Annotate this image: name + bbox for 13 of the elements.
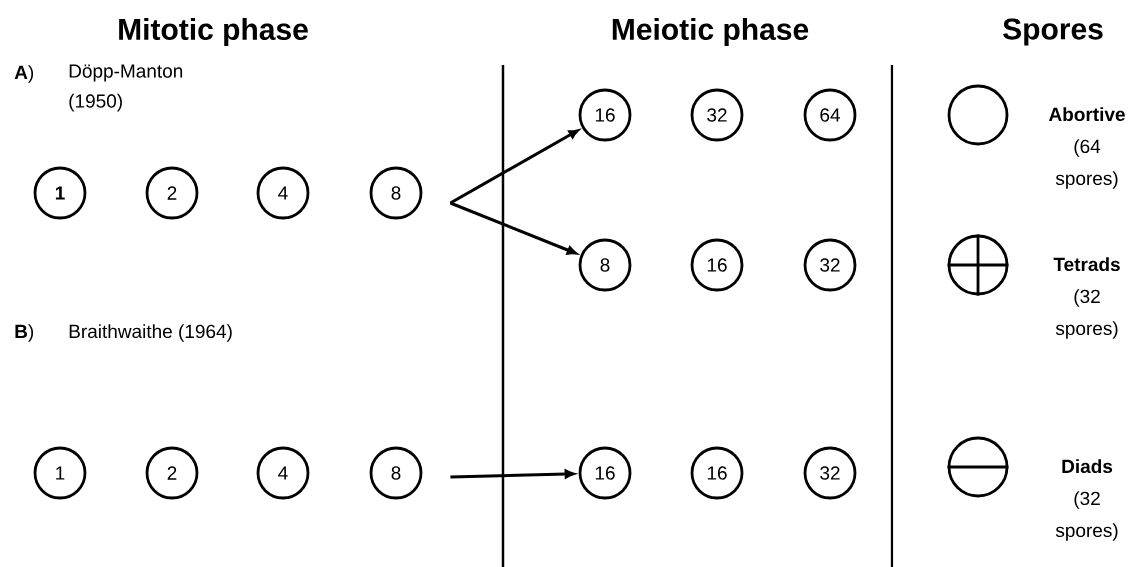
author-label: Braithwaithe (1964) [69, 324, 232, 342]
panel-letter: A) [14, 65, 34, 83]
column-heading: Meiotic phase [612, 18, 809, 46]
spore-circle [947, 84, 1009, 146]
column-heading: Mitotic phase [119, 18, 308, 46]
spore-label: Tetrads (32 spores) [1053, 257, 1120, 339]
author-label: Döpp-Manton (1950) [69, 64, 183, 112]
spore-label: Abortive (64 spores) [1048, 107, 1125, 189]
spore-label: Diads (32 spores) [1055, 459, 1118, 541]
tetrad-symbol [946, 233, 1010, 297]
diad-symbol [947, 436, 1009, 498]
column-heading: Spores [1003, 18, 1103, 46]
panel-letter: B) [15, 324, 34, 342]
